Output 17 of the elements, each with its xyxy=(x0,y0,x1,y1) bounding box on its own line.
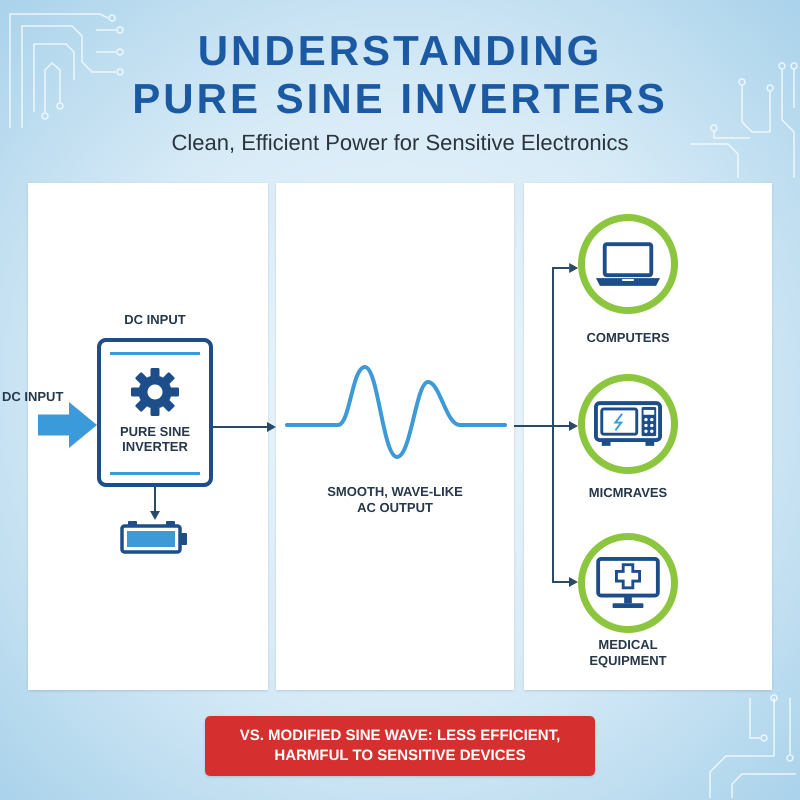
block-arrow xyxy=(38,402,97,448)
warning-banner xyxy=(205,716,595,776)
device-label: MEDICAL EQUIPMENT xyxy=(588,637,668,669)
arrow xyxy=(213,422,276,432)
warning-text: VS. MODIFIED SINE WAVE: LESS EFFICIENT, HARMFUL TO SENSITIVE DEVICES xyxy=(238,726,562,766)
heading-label: DC INPUT xyxy=(123,312,187,328)
arrow xyxy=(150,487,160,520)
subtitle: Clean, Efficient Power for Sensitive Electronics xyxy=(170,129,630,157)
caption-label: SMOOTH, WAVE-LIKE AC OUTPUT xyxy=(326,484,464,516)
edge-label: DC INPUT xyxy=(2,389,64,405)
node-label: PURE SINE INVERTER xyxy=(118,424,192,454)
battery-icon xyxy=(120,520,188,554)
device-label: COMPUTERS xyxy=(585,330,671,346)
panel xyxy=(524,183,772,690)
title: UNDERSTANDING PURE SINE INVERTERS xyxy=(131,27,669,123)
device-label: MICMRAVES xyxy=(588,485,668,501)
panel xyxy=(276,183,514,690)
